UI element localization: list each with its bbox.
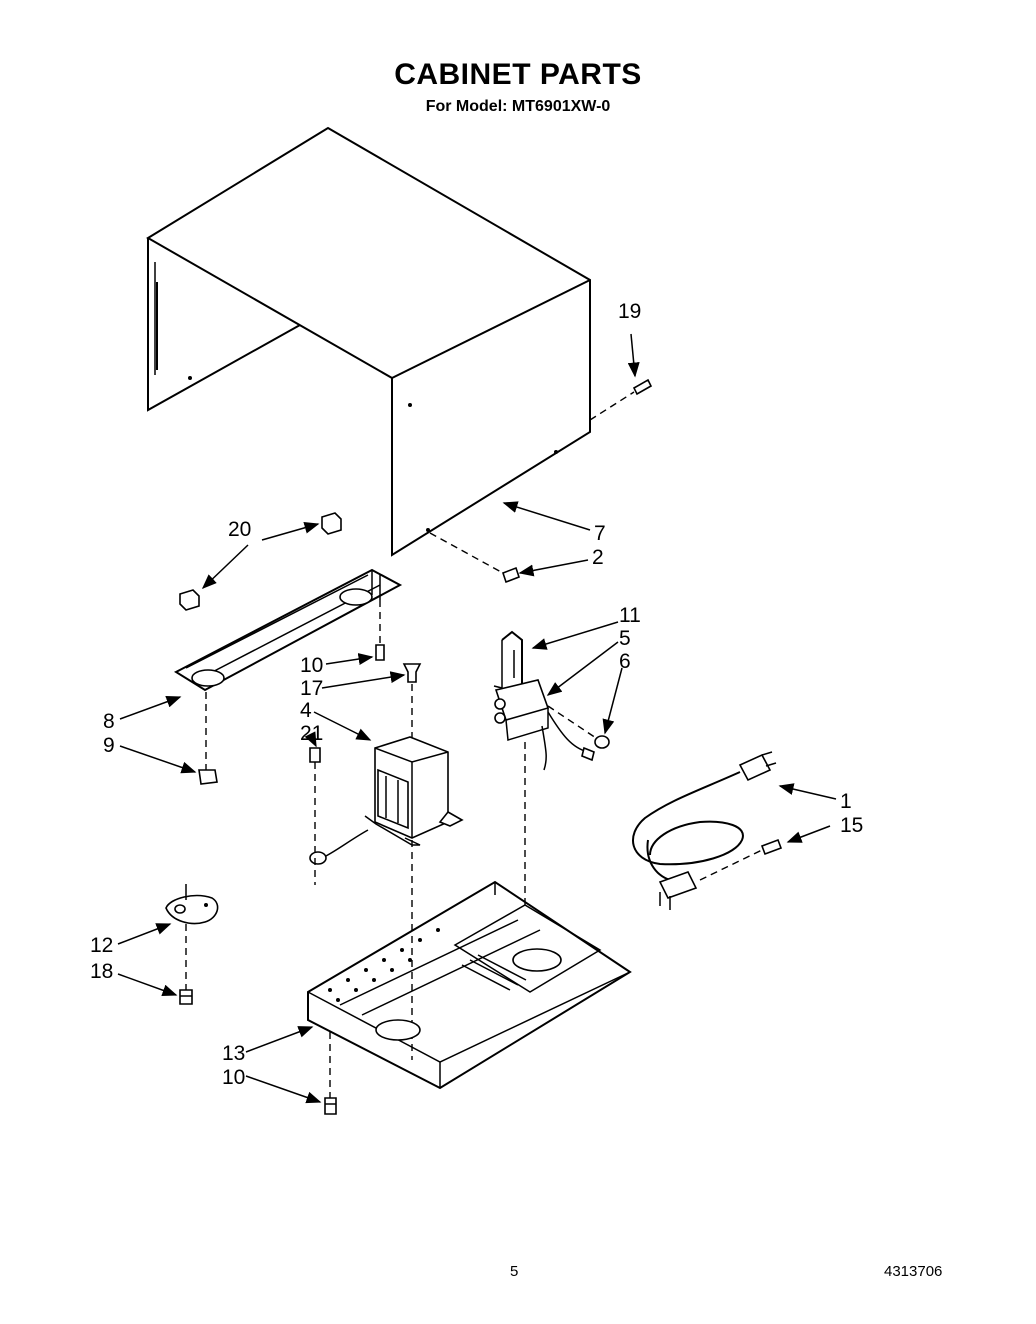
leader-lines (117, 333, 837, 1104)
screw-10-upper (375, 600, 385, 661)
screw-21 (309, 747, 321, 885)
cabinet-wrapper (146, 126, 591, 557)
callout-21: 21 (300, 722, 323, 745)
callout-18: 18 (90, 960, 113, 983)
page-number: 5 (510, 1263, 519, 1280)
page-title: CABINET PARTS (394, 58, 642, 91)
model-subtitle: For Model: MT6901XW-0 (425, 98, 611, 115)
screw-18 (179, 989, 193, 1005)
transformer (309, 736, 464, 865)
callout-4: 4 (300, 699, 312, 722)
capacitor (494, 679, 595, 905)
callout-5: 5 (619, 627, 631, 650)
rail-bracket (173, 568, 403, 692)
callout-12: 12 (90, 934, 113, 957)
power-cord (632, 751, 777, 910)
callout-8: 8 (103, 710, 115, 733)
foot-20 (179, 512, 342, 611)
screw-2 (429, 532, 521, 584)
callout-13: 13 (222, 1042, 245, 1065)
callout-10-upper: 10 (300, 654, 323, 677)
document-number: 4313706 (884, 1263, 943, 1280)
callout-labels: 19 7 2 20 11 5 6 10 17 4 21 8 9 1 15 12 … (90, 300, 863, 1089)
callout-15: 15 (840, 814, 863, 837)
callout-19: 19 (618, 300, 641, 323)
base-plate-holes (328, 928, 440, 1002)
screw-17 (402, 663, 422, 1060)
cord-clamp (165, 884, 219, 990)
callout-1: 1 (840, 790, 852, 813)
screw-19 (589, 378, 653, 421)
screw-10-lower (324, 1032, 337, 1115)
callout-11: 11 (619, 604, 641, 627)
callout-7: 7 (594, 522, 606, 545)
callout-9: 9 (103, 734, 115, 757)
washer-6 (547, 705, 610, 749)
callout-17: 17 (300, 677, 323, 700)
callout-20: 20 (228, 518, 251, 541)
screw-15 (699, 838, 783, 881)
callout-2: 2 (592, 546, 604, 569)
base-plate (307, 880, 632, 1090)
nut-9 (198, 692, 218, 785)
callout-10-lower: 10 (222, 1066, 245, 1089)
callout-6: 6 (619, 650, 631, 673)
